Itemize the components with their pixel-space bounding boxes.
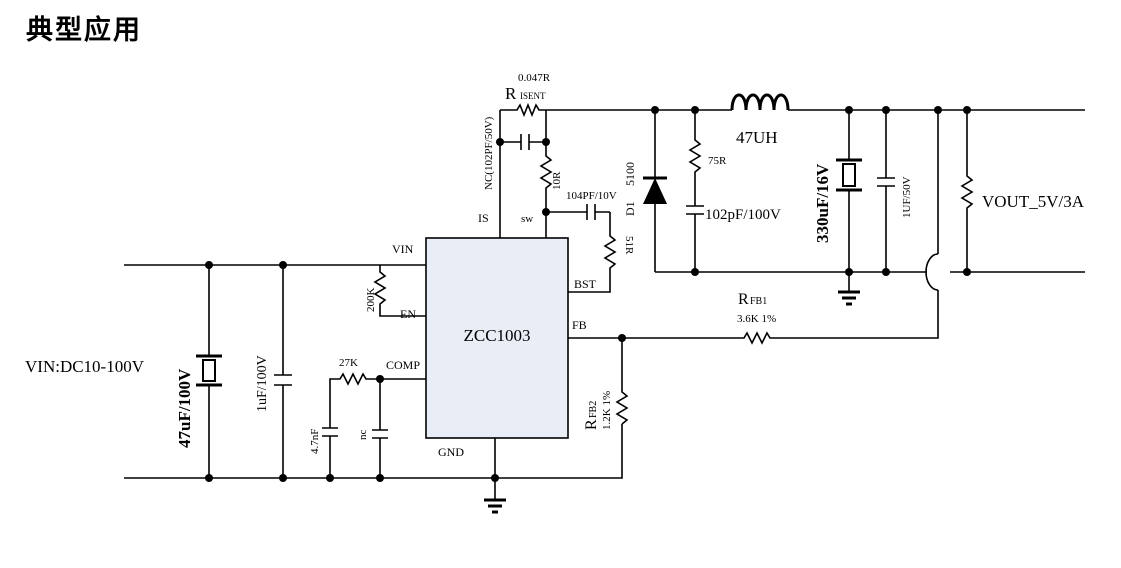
r-isent-sub: ISENT <box>520 91 546 101</box>
vout-label: VOUT_5V/3A <box>982 192 1085 211</box>
rfb2-sub: FB2 <box>588 401 599 418</box>
rfb1-sub: FB1 <box>750 296 767 307</box>
rfb2-r: R <box>583 419 600 430</box>
r-en-label: 200K <box>365 288 377 313</box>
pin-fb: FB <box>572 318 587 332</box>
diode-name: D1 <box>623 201 637 216</box>
c-out-bulk-label: 330uF/16V <box>813 163 832 243</box>
c-snub-label: 102pF/100V <box>705 207 781 223</box>
input-wiring <box>124 264 623 514</box>
r-bst-label: 51R <box>623 236 635 255</box>
pin-is: IS <box>478 211 489 225</box>
input-junctions <box>205 261 499 482</box>
pin-bst: BST <box>574 277 597 291</box>
pin-en: EN <box>400 307 416 321</box>
inductor-label: 47UH <box>736 128 778 147</box>
pin-comp: COMP <box>386 358 420 372</box>
pin-gnd: GND <box>438 445 464 459</box>
power-stage-wiring <box>568 93 1085 425</box>
rfb1-r: R <box>738 291 749 308</box>
power-stage-junctions <box>618 106 971 342</box>
c-in-bulk-label: 47uF/100V <box>175 368 194 448</box>
page-title: 典型应用 <box>26 15 142 46</box>
r-comp-label: 27K <box>339 357 358 369</box>
r-isent-value: 0.047R <box>518 72 551 84</box>
c-out-ceramic-label: 1UF/50V <box>901 176 913 218</box>
pin-vin: VIN <box>392 242 414 256</box>
r-10r-label: 10R <box>551 171 563 190</box>
c-comp-label: 4.7nF <box>309 429 321 454</box>
r-snub-label: 75R <box>708 155 727 167</box>
pin-sw: sw <box>521 213 533 225</box>
vin-label: VIN:DC10-100V <box>25 357 145 376</box>
rfb1-value: 3.6K 1% <box>737 313 776 325</box>
switch-node-wiring <box>499 102 655 293</box>
c-nc-is-label: NC(102PF/50V) <box>483 116 495 190</box>
chip-name: ZCC1003 <box>463 326 530 345</box>
c-bst-label: 104PF/10V <box>566 190 617 202</box>
rfb2-value: 1.2K 1% <box>601 391 613 430</box>
r-isent-r: R <box>505 84 517 103</box>
c-in-ceramic-label: 1uF/100V <box>255 355 270 412</box>
switch-node-junctions <box>496 138 550 216</box>
diode-part: 5100 <box>623 162 637 186</box>
c-nc-label: nc <box>357 430 369 441</box>
chip-body <box>425 237 569 439</box>
